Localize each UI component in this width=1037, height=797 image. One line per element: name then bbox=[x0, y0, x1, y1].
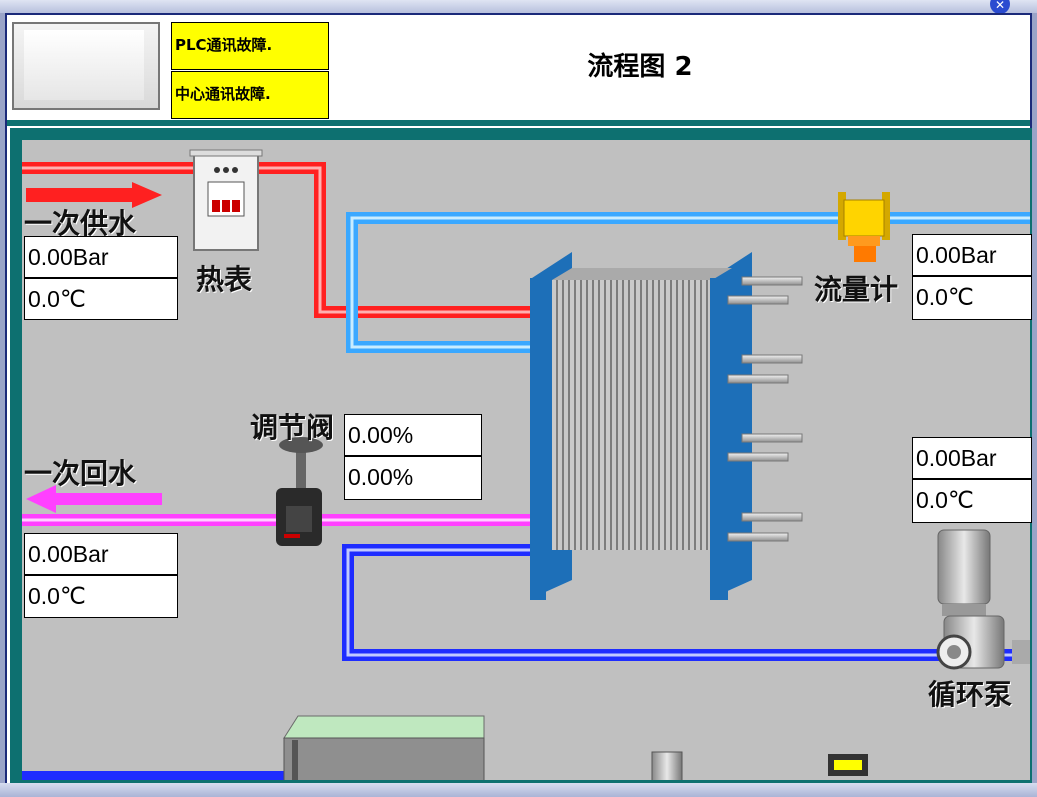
plc-alarm: PLC通讯故障. bbox=[171, 22, 329, 70]
heat-meter-icon bbox=[189, 149, 263, 251]
label-regulating-valve: 调节阀 bbox=[250, 411, 335, 444]
flow-meter-icon bbox=[838, 192, 890, 262]
label-primary-supply: 一次供水 bbox=[24, 207, 137, 240]
tank-icon bbox=[283, 715, 485, 780]
bottom-strip bbox=[0, 783, 1037, 797]
return-temp-value: 0.0℃ bbox=[24, 575, 178, 618]
center-alarm: 中心通讯故障. bbox=[171, 71, 329, 119]
label-flow-meter: 流量计 bbox=[814, 273, 899, 306]
header-separator bbox=[7, 120, 1030, 126]
gauge-icon bbox=[651, 751, 868, 780]
supply-pressure-value: 0.00Bar bbox=[24, 236, 178, 278]
pump-icon bbox=[936, 529, 1030, 670]
supply-arrow-icon bbox=[26, 182, 162, 208]
supply-temp-value: 0.0℃ bbox=[24, 278, 178, 320]
title-strip bbox=[0, 0, 1037, 13]
primary-supply-pipe bbox=[22, 162, 540, 318]
heat-exchanger-icon bbox=[530, 252, 803, 600]
secondary-return-pipe bbox=[22, 544, 1030, 780]
return-pressure-value: 0.00Bar bbox=[24, 533, 178, 575]
return-arrow-icon bbox=[26, 485, 162, 513]
label-primary-return: 一次回水 bbox=[24, 457, 137, 490]
pump-temp-value: 0.0℃ bbox=[912, 479, 1032, 523]
secondary-supply-pipe bbox=[346, 212, 1030, 353]
pump-pressure-value: 0.00Bar bbox=[912, 437, 1032, 479]
flow-temp-value: 0.0℃ bbox=[912, 276, 1032, 320]
page-title: 流程图 2 bbox=[587, 52, 693, 82]
close-icon[interactable]: ✕ bbox=[990, 0, 1010, 14]
valve-open-value-1: 0.00% bbox=[344, 414, 482, 456]
valve-icon bbox=[276, 437, 323, 546]
label-heat-meter: 热表 bbox=[196, 263, 253, 296]
label-circulation-pump: 循环泵 bbox=[928, 678, 1013, 711]
process-diagram bbox=[22, 140, 1030, 780]
valve-open-value-2: 0.00% bbox=[344, 456, 482, 500]
logo bbox=[12, 22, 160, 110]
flow-pressure-value: 0.00Bar bbox=[912, 234, 1032, 276]
